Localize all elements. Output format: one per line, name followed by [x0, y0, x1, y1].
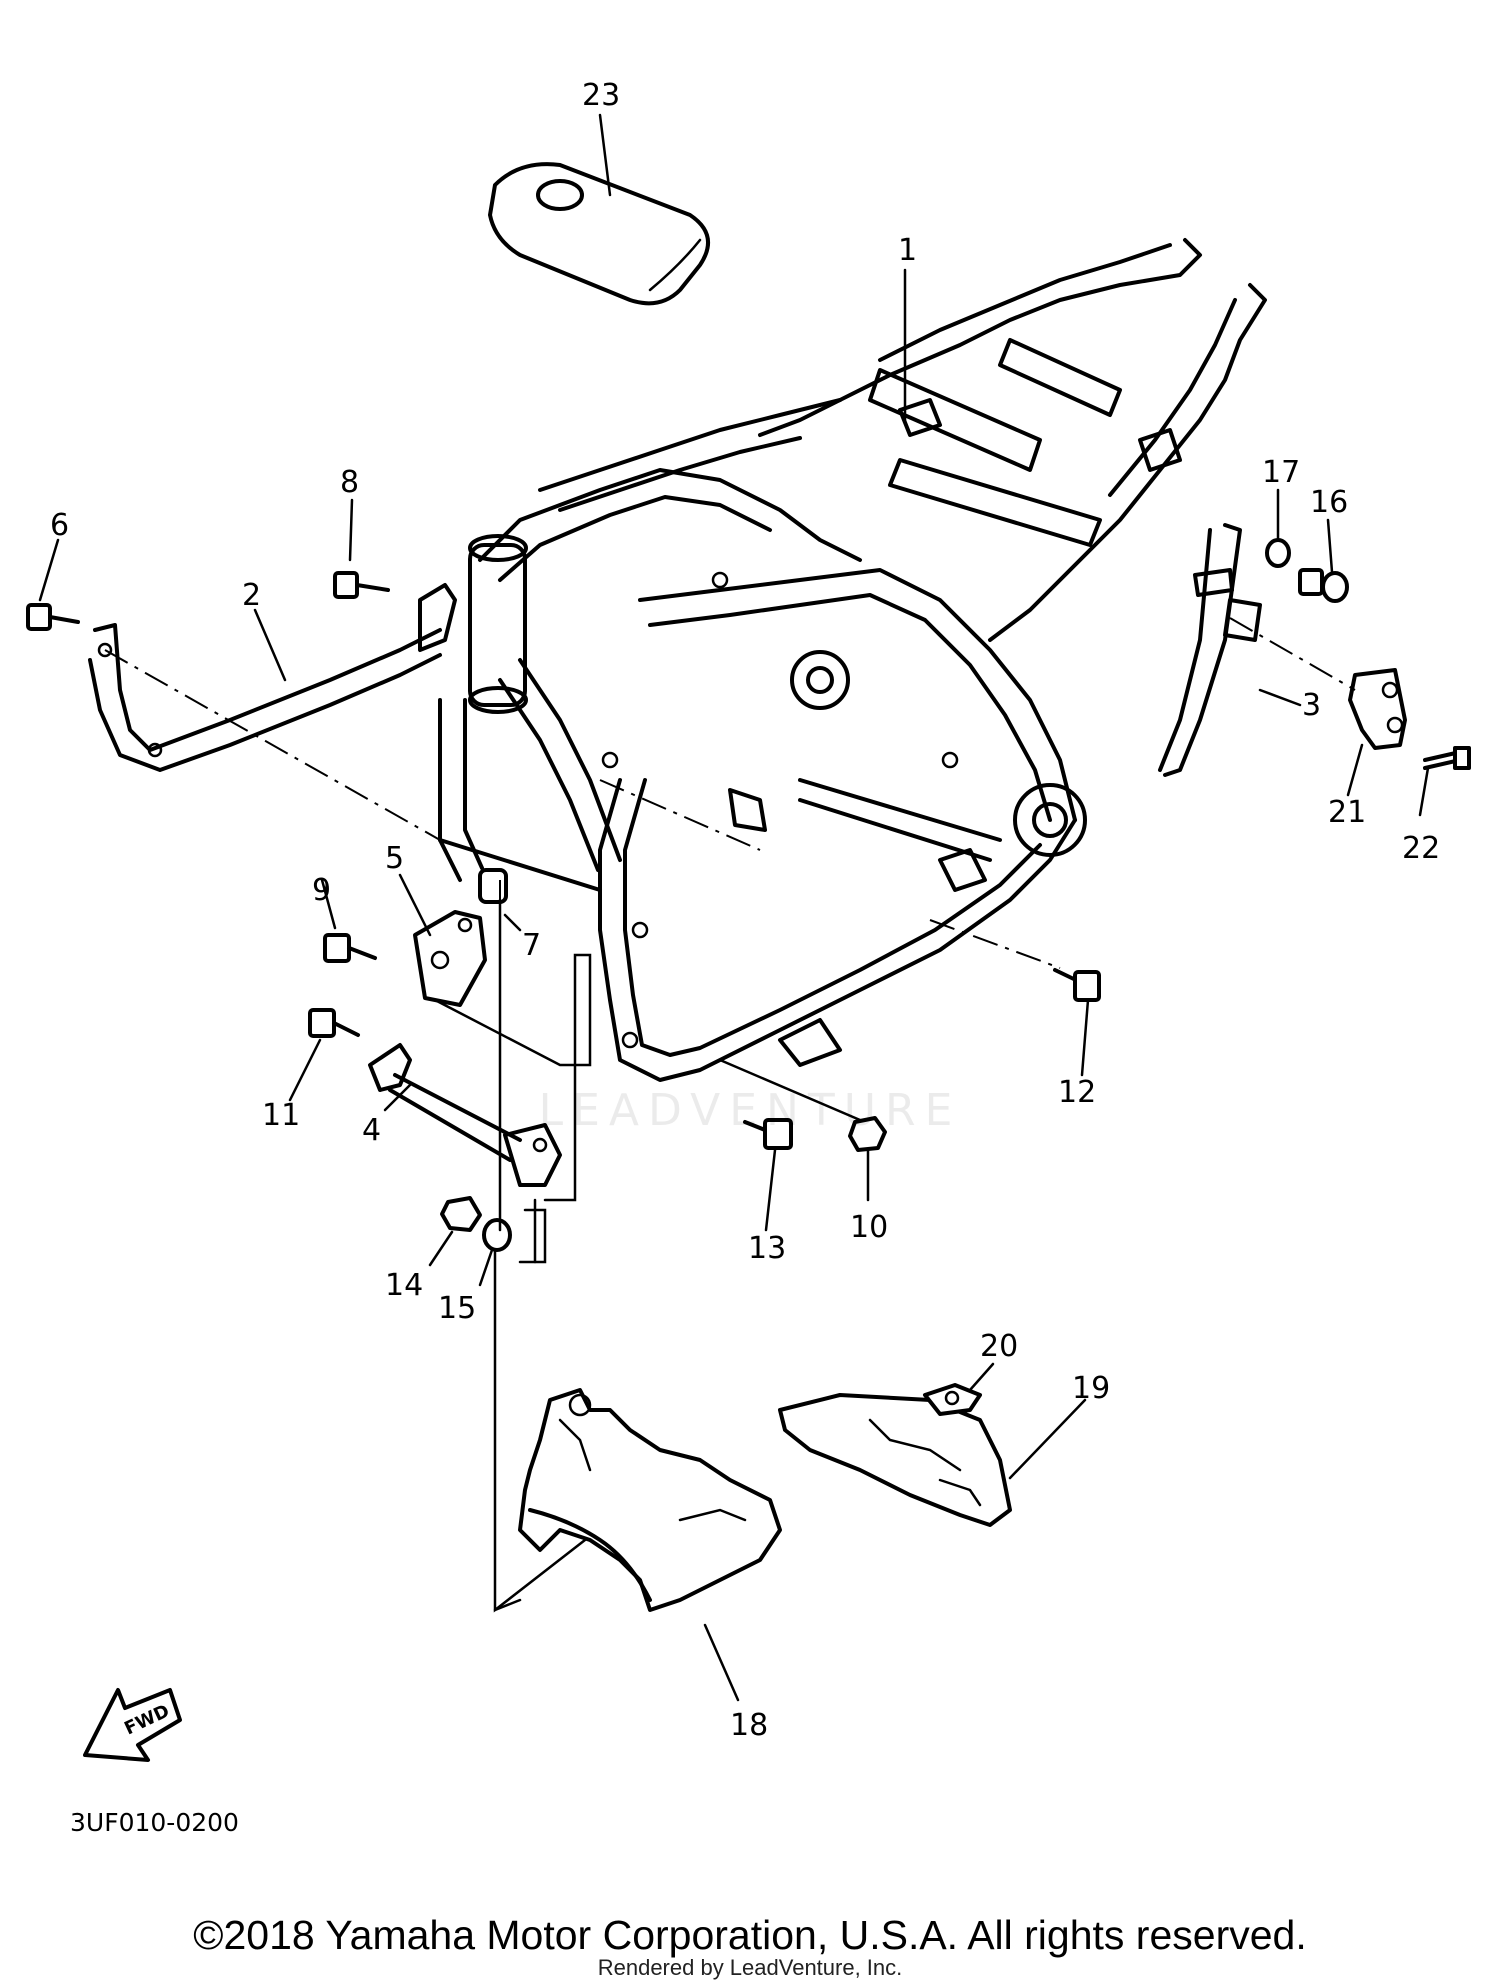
callout-1: 1 — [898, 233, 917, 268]
callout-19: 19 — [1072, 1371, 1110, 1406]
callout-3: 3 — [1302, 688, 1321, 723]
rendered-by-notice: Rendered by LeadVenture, Inc. — [597, 1955, 903, 1980]
callout-8: 8 — [340, 465, 359, 500]
part-12-bolt — [1053, 968, 1101, 1002]
copyright-notice: ©2018 Yamaha Motor Corporation, U.S.A. A… — [193, 1912, 1307, 1958]
part-23-cover — [488, 162, 710, 306]
callout-20: 20 — [980, 1329, 1018, 1364]
part-18-cover — [518, 1388, 782, 1612]
callout-17: 17 — [1262, 455, 1300, 490]
part-3-bracket — [1158, 523, 1262, 777]
callout-6: 6 — [50, 508, 69, 543]
part-11-bolt — [308, 1008, 360, 1038]
callout-18: 18 — [730, 1708, 768, 1743]
callout-2: 2 — [242, 578, 261, 613]
part-15-collar — [482, 1218, 512, 1252]
assembly-lines — [433, 898, 862, 1613]
fwd-arrow-icon: FWD — [83, 1688, 182, 1762]
part-5-plate — [413, 910, 487, 1007]
callout-7: 7 — [522, 928, 541, 963]
callout-leaders — [38, 113, 1430, 1702]
part-6-bolt — [26, 603, 80, 631]
callout-5: 5 — [385, 841, 404, 876]
part-16-bolt — [1298, 568, 1349, 603]
part-2-down-tube — [88, 583, 457, 772]
main-frame-part-1 — [438, 238, 1267, 1082]
part-13-bolt — [743, 1118, 793, 1150]
callout-12: 12 — [1058, 1075, 1096, 1110]
part-10-nut — [848, 1116, 887, 1152]
callout-22: 22 — [1402, 831, 1440, 866]
diagram-code: 3UF010-0200 — [70, 1808, 239, 1837]
callout-labels: 1 2 3 4 5 6 7 8 9 10 11 12 13 14 15 16 1… — [50, 78, 1440, 1743]
callout-4: 4 — [362, 1113, 381, 1148]
part-14-nut — [440, 1196, 482, 1232]
callout-13: 13 — [748, 1231, 786, 1266]
watermark: LEADVENTURE — [538, 1085, 962, 1136]
callout-16: 16 — [1310, 485, 1348, 520]
part-21-clamp — [1348, 668, 1407, 750]
part-7-collar — [478, 868, 508, 904]
callout-14: 14 — [385, 1268, 423, 1303]
part-20-nut — [923, 1383, 982, 1416]
callout-23: 23 — [582, 78, 620, 113]
part-9-bolt — [323, 933, 377, 963]
part-19-cover — [778, 1393, 1012, 1527]
callout-15: 15 — [438, 1291, 476, 1326]
part-17-collar — [1265, 538, 1291, 568]
part-22-bolt — [1423, 746, 1471, 770]
alignment-lines — [104, 617, 1356, 969]
callout-9: 9 — [312, 873, 331, 908]
callout-21: 21 — [1328, 795, 1366, 830]
callout-11: 11 — [262, 1098, 300, 1133]
callout-10: 10 — [850, 1210, 888, 1245]
part-8-bolt — [333, 571, 390, 599]
